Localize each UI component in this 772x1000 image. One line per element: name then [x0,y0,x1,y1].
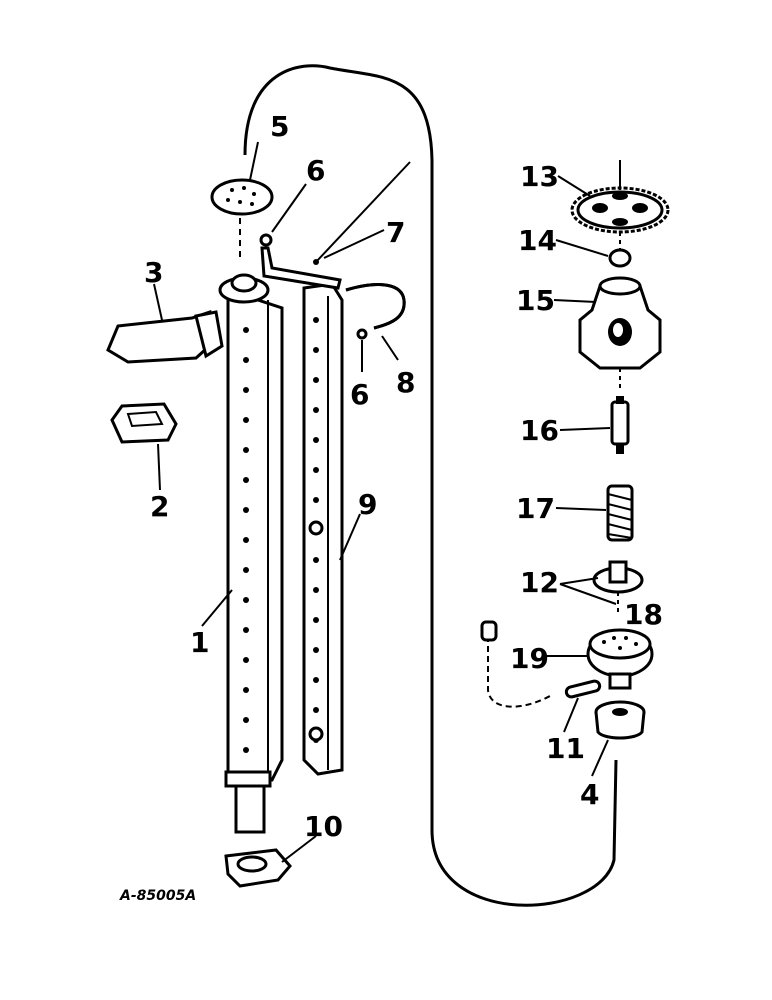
callout-1: 1 [190,626,209,659]
reference-code: A-85005A [119,888,196,904]
spring-part-17 [606,484,634,542]
disc-part-5 [210,178,274,216]
hose-part-8 [345,283,406,330]
callout-3: 3 [144,256,163,289]
leader-lines [153,141,617,863]
callout-12: 12 [520,566,559,599]
housing-part-15 [578,276,662,390]
callout-11: 11 [546,732,585,765]
pin-part-11 [480,620,602,708]
base-part-10 [224,848,292,888]
wheel-part-19 [586,628,654,690]
callout-7: 7 [386,216,405,249]
callout-13: 13 [520,160,559,193]
rod-part-7 [315,161,411,263]
callout-9: 9 [358,488,377,521]
fitting-part-6-lower [356,328,368,340]
callout-16: 16 [520,414,559,447]
bracket-part-3 [106,310,224,364]
nut-part-14 [608,232,632,268]
callout-4: 4 [580,778,599,811]
cap-part-4 [594,700,646,740]
chain-loop [243,64,618,907]
callout-6-lower: 6 [350,378,369,411]
strip-part-9 [302,282,344,776]
gear-part-12 [592,560,644,612]
tube-part-1 [218,273,284,834]
pin-part-16 [610,396,630,454]
callout-17: 17 [516,492,555,525]
callout-6-top: 6 [306,154,325,187]
callout-8: 8 [396,366,415,399]
callout-15: 15 [516,284,555,317]
callout-2: 2 [150,490,169,523]
callout-14: 14 [518,224,557,257]
callout-10: 10 [304,810,343,843]
callout-19: 19 [510,642,549,675]
callout-18: 18 [624,598,663,631]
sprocket-part-13 [570,160,670,234]
block-part-2 [110,402,178,444]
callout-5: 5 [270,110,289,143]
fitting-part-6-top [259,233,342,290]
